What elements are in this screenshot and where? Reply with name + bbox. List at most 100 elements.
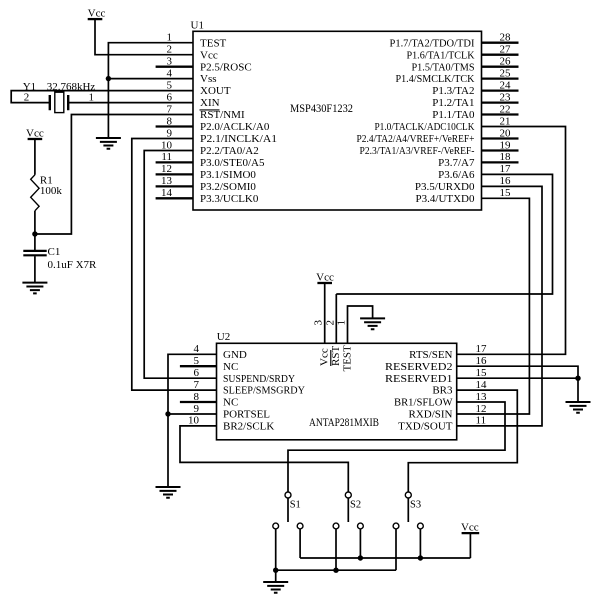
svg-text:S3: S3 bbox=[410, 500, 421, 511]
svg-text:5: 5 bbox=[167, 79, 173, 91]
svg-text:10: 10 bbox=[188, 415, 200, 427]
svg-text:XIN: XIN bbox=[200, 97, 220, 109]
svg-text:15: 15 bbox=[500, 187, 512, 199]
svg-text:14: 14 bbox=[476, 379, 488, 391]
svg-text:5: 5 bbox=[194, 355, 200, 367]
svg-text:Vcc: Vcc bbox=[88, 8, 106, 20]
svg-text:Vcc: Vcc bbox=[319, 348, 331, 366]
svg-text:Y1: Y1 bbox=[23, 81, 36, 93]
svg-text:SLEEP/SMSGRDY: SLEEP/SMSGRDY bbox=[223, 385, 305, 397]
svg-text:BR3: BR3 bbox=[432, 385, 453, 397]
svg-text:2: 2 bbox=[324, 320, 336, 326]
svg-text:R1: R1 bbox=[40, 175, 53, 187]
svg-text:32.768kHz: 32.768kHz bbox=[47, 81, 96, 93]
svg-text:13: 13 bbox=[476, 391, 488, 403]
svg-text:P3.5/URXD0: P3.5/URXD0 bbox=[415, 181, 475, 193]
svg-text:25: 25 bbox=[500, 67, 512, 79]
svg-text:S2: S2 bbox=[350, 500, 361, 511]
svg-text:Vcc: Vcc bbox=[461, 522, 479, 534]
svg-text:P3.4/UTXD0: P3.4/UTXD0 bbox=[416, 193, 475, 205]
svg-text:9: 9 bbox=[194, 403, 200, 415]
svg-text:11: 11 bbox=[476, 415, 487, 427]
svg-text:P3.0/STE0/A5: P3.0/STE0/A5 bbox=[200, 157, 265, 169]
svg-text:9: 9 bbox=[167, 127, 173, 139]
svg-text:RTS/SEN: RTS/SEN bbox=[409, 349, 452, 361]
svg-text:NC: NC bbox=[223, 361, 238, 373]
svg-text:ANTAP281MXIB: ANTAP281MXIB bbox=[309, 417, 379, 429]
svg-text:3: 3 bbox=[167, 56, 173, 68]
svg-text:P2.0/ACLK/A0: P2.0/ACLK/A0 bbox=[200, 121, 270, 133]
svg-text:3: 3 bbox=[313, 320, 325, 326]
svg-text:100k: 100k bbox=[40, 185, 63, 197]
svg-text:C1: C1 bbox=[48, 246, 61, 258]
svg-text:P2.2/TA0/A2: P2.2/TA0/A2 bbox=[200, 145, 259, 157]
svg-text:27: 27 bbox=[500, 44, 512, 56]
svg-text:P1.3/TA2: P1.3/TA2 bbox=[432, 85, 474, 97]
svg-text:24: 24 bbox=[500, 79, 512, 91]
svg-text:13: 13 bbox=[161, 175, 173, 187]
svg-text:U1: U1 bbox=[191, 20, 204, 32]
svg-text:7: 7 bbox=[167, 103, 173, 115]
svg-text:15: 15 bbox=[476, 367, 488, 379]
svg-text:PORTSEL: PORTSEL bbox=[223, 409, 270, 421]
svg-text:16: 16 bbox=[476, 355, 488, 367]
svg-text:MSP430F1232: MSP430F1232 bbox=[290, 103, 353, 115]
svg-text:U2: U2 bbox=[217, 331, 230, 343]
svg-text:P2.1/INCLK/A1: P2.1/INCLK/A1 bbox=[200, 133, 277, 145]
svg-text:Vcc: Vcc bbox=[316, 271, 334, 283]
svg-text:P2.3/TA1/A3/VREF-/VeREF-: P2.3/TA1/A3/VREF-/VeREF- bbox=[360, 145, 475, 157]
svg-text:TEST: TEST bbox=[341, 345, 353, 372]
svg-text:TXD/SOUT: TXD/SOUT bbox=[398, 421, 453, 433]
svg-text:12: 12 bbox=[476, 403, 487, 415]
svg-text:P1.5/TA0/TMS: P1.5/TA0/TMS bbox=[412, 61, 475, 73]
svg-text:S1: S1 bbox=[290, 500, 301, 511]
svg-text:23: 23 bbox=[500, 91, 512, 103]
svg-text:4: 4 bbox=[194, 343, 200, 355]
svg-text:4: 4 bbox=[167, 67, 173, 79]
svg-text:22: 22 bbox=[500, 103, 511, 115]
svg-text:18: 18 bbox=[500, 151, 512, 163]
svg-text:BR2/SCLK: BR2/SCLK bbox=[223, 421, 274, 433]
svg-text:0.1uF X7R: 0.1uF X7R bbox=[48, 259, 98, 271]
svg-text:BR1/SFLOW: BR1/SFLOW bbox=[394, 397, 453, 409]
svg-text:28: 28 bbox=[500, 32, 512, 44]
svg-text:P3.3/UCLK0: P3.3/UCLK0 bbox=[200, 193, 259, 205]
svg-text:Vss: Vss bbox=[200, 73, 217, 85]
svg-text:21: 21 bbox=[500, 115, 511, 127]
svg-text:RESERVED1: RESERVED1 bbox=[385, 373, 453, 385]
svg-text:20: 20 bbox=[500, 127, 512, 139]
svg-text:P2.5/ROSC: P2.5/ROSC bbox=[200, 61, 252, 73]
svg-text:GND: GND bbox=[223, 349, 247, 361]
svg-text:2: 2 bbox=[24, 92, 30, 104]
svg-text:1: 1 bbox=[336, 320, 348, 326]
svg-text:Vcc: Vcc bbox=[200, 49, 218, 61]
svg-text:19: 19 bbox=[500, 139, 512, 151]
svg-text:10: 10 bbox=[161, 139, 173, 151]
svg-text:2: 2 bbox=[167, 44, 173, 56]
svg-text:P1.6/TA1/TCLK: P1.6/TA1/TCLK bbox=[407, 49, 475, 61]
svg-text:P3.7/A7: P3.7/A7 bbox=[438, 157, 475, 169]
svg-text:6: 6 bbox=[167, 91, 173, 103]
svg-text:P1.2/TA1: P1.2/TA1 bbox=[432, 97, 474, 109]
svg-text:P3.1/SIMO0: P3.1/SIMO0 bbox=[200, 169, 256, 181]
svg-text:6: 6 bbox=[194, 367, 200, 379]
svg-text:P1.0/TACLK/ADC10CLK: P1.0/TACLK/ADC10CLK bbox=[375, 121, 475, 133]
svg-text:P2.4/TA2/A4/VREF+/VeREF+: P2.4/TA2/A4/VREF+/VeREF+ bbox=[357, 133, 475, 145]
svg-text:RESERVED2: RESERVED2 bbox=[385, 361, 453, 373]
svg-text:14: 14 bbox=[161, 187, 173, 199]
svg-text:RXD/SIN: RXD/SIN bbox=[408, 409, 452, 421]
svg-text:RST: RST bbox=[330, 346, 342, 366]
svg-text:P1.7/TA2/TDO/TDI: P1.7/TA2/TDO/TDI bbox=[390, 37, 475, 49]
svg-text:1: 1 bbox=[167, 32, 173, 44]
svg-text:26: 26 bbox=[500, 56, 512, 68]
svg-text:XOUT: XOUT bbox=[200, 85, 231, 97]
svg-text:P3.2/SOMI0: P3.2/SOMI0 bbox=[200, 181, 256, 193]
svg-text:SUSPEND/SRDY: SUSPEND/SRDY bbox=[223, 373, 295, 385]
svg-text:1: 1 bbox=[89, 92, 95, 104]
svg-text:16: 16 bbox=[500, 175, 512, 187]
svg-text:Vcc: Vcc bbox=[26, 127, 44, 139]
svg-text:P1.1/TA0: P1.1/TA0 bbox=[432, 109, 475, 121]
svg-text:8: 8 bbox=[194, 391, 200, 403]
svg-text:17: 17 bbox=[476, 343, 488, 355]
svg-text:12: 12 bbox=[161, 163, 172, 175]
